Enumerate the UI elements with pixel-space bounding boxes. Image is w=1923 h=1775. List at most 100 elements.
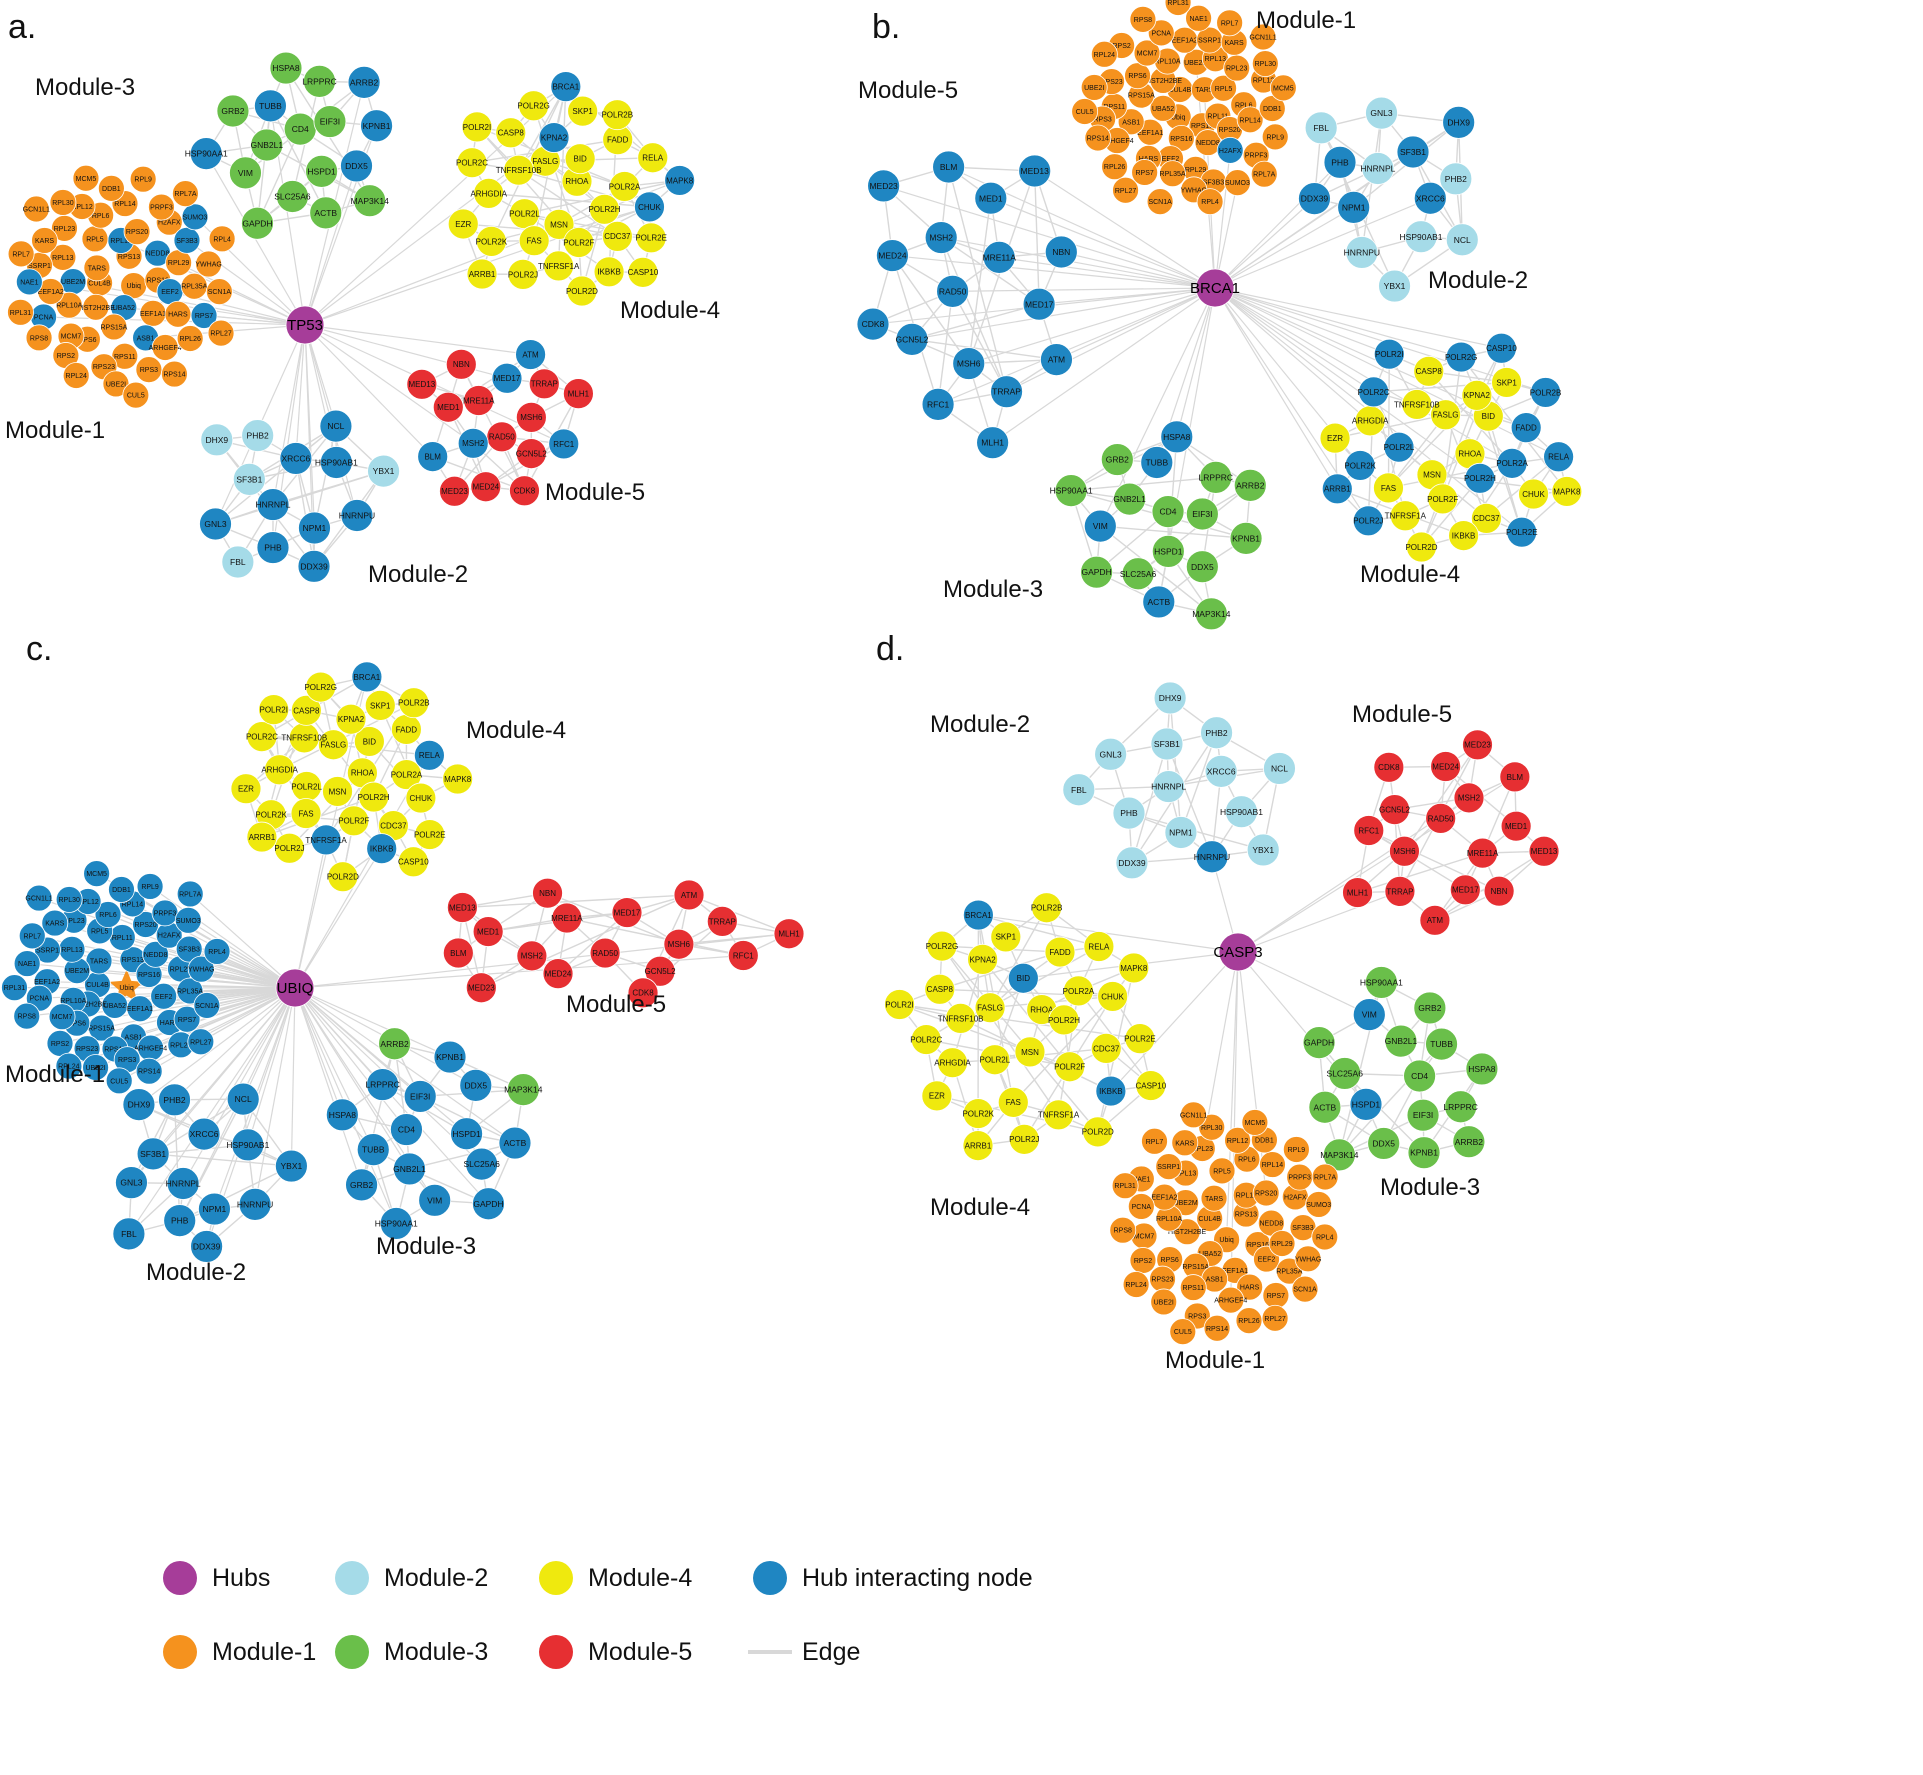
node-EZR[interactable]: EZR (921, 1080, 953, 1112)
node-FASLG[interactable]: FASLG (317, 729, 349, 761)
node-IKBKB[interactable]: IKBKB (593, 256, 625, 288)
node-MSH6[interactable]: MSH6 (663, 928, 695, 960)
node-ARRB2[interactable]: ARRB2 (1452, 1125, 1486, 1159)
node-TNFRSF10B[interactable]: TNFRSF10B (938, 1003, 984, 1034)
node-POLR2I[interactable]: POLR2I (461, 111, 493, 143)
node-CUL5[interactable]: CUL5 (1071, 98, 1099, 125)
node-TRRAP[interactable]: TRRAP (1384, 875, 1416, 907)
node-SCN1A[interactable]: SCN1A (1146, 188, 1174, 216)
node-YWHAG[interactable]: YWHAG (195, 250, 223, 278)
node-MSH6[interactable]: MSH6 (952, 347, 986, 380)
node-MED24[interactable]: MED24 (470, 471, 502, 503)
node-CD4[interactable]: CD4 (1403, 1059, 1436, 1093)
node-RPS2[interactable]: RPS2 (1129, 1247, 1157, 1274)
node-RPL30[interactable]: RPL30 (49, 189, 77, 216)
node-RPL29[interactable]: RPL29 (165, 249, 193, 277)
node-RPL10A[interactable]: RPL10A (1154, 47, 1181, 75)
node-DDB1[interactable]: DDB1 (108, 876, 135, 903)
node-RPL7[interactable]: RPL7 (1141, 1127, 1168, 1155)
node-NPM1[interactable]: NPM1 (198, 1192, 231, 1226)
node-FBL[interactable]: FBL (221, 545, 255, 579)
node-POLR2K[interactable]: POLR2K (962, 1098, 995, 1129)
node-DDX39[interactable]: DDX39 (1298, 182, 1331, 216)
node-HNRNPU[interactable]: HNRNPU (1194, 840, 1230, 874)
node-FASLG[interactable]: FASLG (1430, 399, 1462, 431)
node-ACTB[interactable]: ACTB (498, 1126, 532, 1160)
node-DHX9[interactable]: DHX9 (1153, 681, 1187, 715)
node-CUL5[interactable]: CUL5 (105, 1067, 133, 1095)
node-BLM[interactable]: BLM (1499, 761, 1531, 793)
node-RPL4[interactable]: RPL4 (1311, 1223, 1339, 1251)
node-HSPD1[interactable]: HSPD1 (1349, 1087, 1383, 1121)
node-SKP1[interactable]: SKP1 (990, 921, 1022, 953)
node-RAD50[interactable]: RAD50 (589, 937, 621, 969)
node-SKP1[interactable]: SKP1 (1491, 367, 1523, 398)
node-RPL13[interactable]: RPL13 (58, 935, 86, 963)
node-GAPDH[interactable]: GAPDH (1080, 555, 1114, 589)
node-EEF2[interactable]: EEF2 (150, 982, 178, 1010)
node-TUBB[interactable]: TUBB (1425, 1027, 1458, 1061)
node-POLR2K[interactable]: POLR2K (1344, 450, 1377, 481)
node-HSP90AB1[interactable]: HSP90AB1 (226, 1128, 270, 1162)
node-KPNA2[interactable]: KPNA2 (1461, 379, 1493, 411)
node-KPNB1[interactable]: KPNB1 (1229, 521, 1263, 555)
node-NPM1[interactable]: NPM1 (298, 511, 331, 545)
node-HSP90AB1[interactable]: HSP90AB1 (1400, 220, 1443, 254)
node-NPM1[interactable]: NPM1 (1337, 191, 1371, 224)
node-SLC25A6[interactable]: SLC25A6 (1120, 557, 1157, 591)
node-RPL10A[interactable]: RPL10A (55, 291, 83, 319)
node-POLR2F[interactable]: POLR2F (338, 805, 369, 837)
node-RPL27[interactable]: RPL27 (1261, 1304, 1289, 1332)
node-HSPA8[interactable]: HSPA8 (269, 51, 303, 85)
node-CASP10[interactable]: CASP10 (1486, 332, 1517, 364)
node-EZR[interactable]: EZR (230, 773, 262, 805)
node-SF3B1[interactable]: SF3B1 (136, 1137, 170, 1171)
node-ARHGDIA[interactable]: ARHGDIA (470, 177, 508, 209)
node-KPNA2[interactable]: KPNA2 (538, 122, 570, 153)
node-RPS15A[interactable]: RPS15A (1182, 1252, 1210, 1280)
node-PCNA[interactable]: PCNA (1127, 1193, 1155, 1220)
node-FBL[interactable]: FBL (112, 1217, 146, 1251)
node-CASP10[interactable]: CASP10 (1135, 1070, 1167, 1101)
node-BRCA1[interactable]: BRCA1 (963, 899, 994, 931)
node-GCN1L1[interactable]: GCN1L1 (23, 195, 50, 223)
node-HSP90AB1[interactable]: HSP90AB1 (315, 446, 358, 479)
node-TARS[interactable]: TARS (83, 254, 111, 282)
node-MED24[interactable]: MED24 (542, 958, 574, 990)
node-GAPDH[interactable]: GAPDH (241, 206, 274, 240)
node-MAPK8[interactable]: MAPK8 (1551, 476, 1583, 507)
node-RPL24[interactable]: RPL24 (1090, 40, 1118, 68)
node-POLR2B[interactable]: POLR2B (601, 99, 633, 131)
node-CDC37[interactable]: CDC37 (1090, 1032, 1122, 1064)
node-MAPK8[interactable]: MAPK8 (664, 165, 696, 196)
node-RFC1[interactable]: RFC1 (921, 387, 955, 421)
node-BID[interactable]: BID (353, 726, 385, 757)
node-RAD50[interactable]: RAD50 (1425, 803, 1457, 834)
node-PCNA[interactable]: PCNA (1147, 19, 1175, 47)
node-GAPDH[interactable]: GAPDH (1302, 1026, 1336, 1060)
node-MCM7[interactable]: MCM7 (1133, 39, 1161, 67)
node-RPL9[interactable]: RPL9 (129, 165, 157, 193)
node-RPL7A[interactable]: RPL7A (1250, 160, 1278, 188)
node-RPS11[interactable]: RPS11 (1179, 1274, 1207, 1301)
node-PHB2[interactable]: PHB2 (158, 1083, 191, 1117)
node-FAS[interactable]: FAS (1373, 472, 1404, 504)
node-RPS23[interactable]: RPS23 (1149, 1265, 1176, 1293)
node-FBL[interactable]: FBL (1062, 773, 1096, 807)
node-GCN1L1[interactable]: GCN1L1 (1249, 23, 1277, 51)
node-TUBB[interactable]: TUBB (1140, 446, 1174, 479)
node-TRRAP[interactable]: TRRAP (528, 368, 560, 400)
node-NBN[interactable]: NBN (1044, 235, 1078, 269)
node-BRCA1[interactable]: BRCA1 (550, 71, 582, 103)
node-KARS[interactable]: KARS (1171, 1129, 1199, 1157)
node-GCN5L2[interactable]: GCN5L2 (645, 955, 677, 987)
node-CASP8[interactable]: CASP8 (290, 695, 322, 726)
node-NEDD8[interactable]: NEDD8 (142, 940, 170, 968)
node-CASP10[interactable]: CASP10 (627, 256, 659, 288)
node-RPS20[interactable]: RPS20 (1252, 1179, 1280, 1207)
node-HNRNPU[interactable]: HNRNPU (339, 499, 375, 532)
node-HARS[interactable]: HARS (164, 300, 192, 328)
node-RELA[interactable]: RELA (1083, 931, 1115, 962)
node-TUBB[interactable]: TUBB (254, 89, 287, 123)
node-GRB2[interactable]: GRB2 (1413, 991, 1447, 1025)
